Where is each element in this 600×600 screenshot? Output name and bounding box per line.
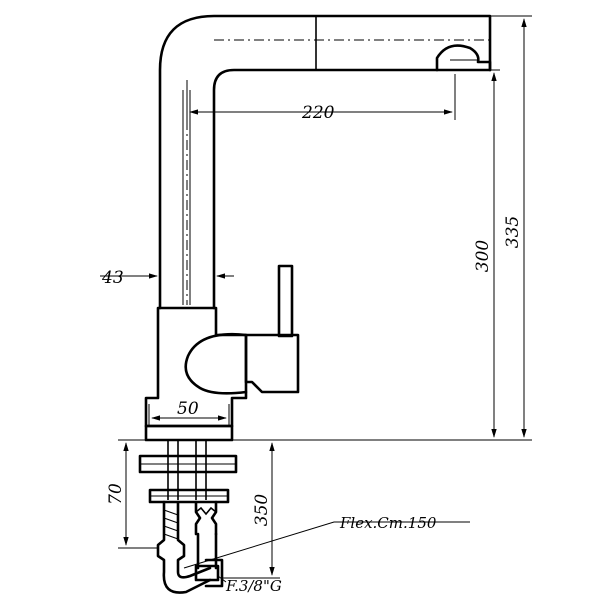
faucet-body [144, 306, 248, 428]
aerator-nozzle [435, 44, 492, 72]
supply-hose-left-inner [176, 500, 212, 579]
dim-label-335: 335 [503, 216, 523, 248]
hose-rib [163, 509, 179, 516]
dim-label-50: 50 [177, 399, 199, 419]
base-flange [144, 424, 234, 442]
mixer-handle-cartridge [244, 333, 300, 394]
hose-end-fitting [194, 564, 220, 582]
dimension-labels: 220 335 300 43 50 70 350 Flex.Cm.150 F.3… [101, 103, 523, 595]
note-connection-thread: F.3/8"G [225, 577, 282, 595]
note-flex-hose: Flex.Cm.150 [339, 514, 437, 532]
supply-hose-right-2 [210, 500, 218, 536]
mixer-handle-lever [277, 264, 294, 338]
hose-rib [163, 525, 179, 532]
dim-label-300: 300 [473, 240, 493, 273]
dim-label-70: 70 [106, 483, 126, 505]
hose-rib [163, 533, 179, 540]
dimension-lines [100, 15, 532, 583]
hose-rib [163, 517, 179, 524]
hose-end-nut [204, 558, 224, 588]
leader-flex-hose [183, 521, 470, 569]
hose-break-zigzag [195, 506, 217, 516]
spout-inner-edge [212, 68, 439, 310]
faucet-outline [138, 14, 492, 594]
dim-label-220: 220 [301, 103, 335, 123]
leader-thread [217, 575, 227, 583]
dim-label-43: 43 [101, 268, 124, 288]
supply-hose-left [156, 500, 212, 594]
supply-hose-right-lower [196, 532, 218, 570]
spout-outer-edge [158, 14, 492, 310]
dim-label-350: 350 [252, 494, 272, 527]
supply-hose-right [194, 500, 202, 536]
body-lever-recess [184, 332, 248, 395]
